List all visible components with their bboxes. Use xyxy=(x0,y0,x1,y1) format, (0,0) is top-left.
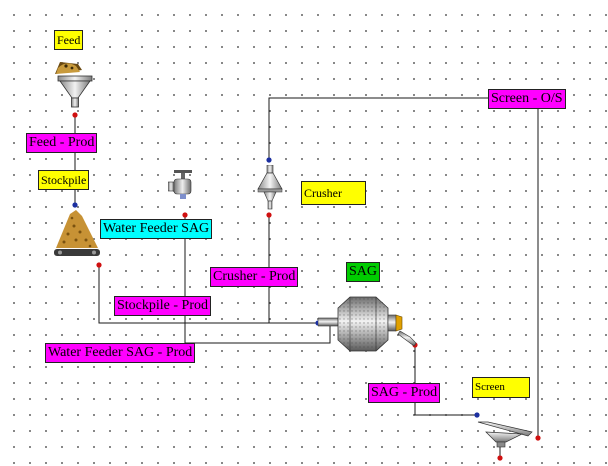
stockpile-inlet-port[interactable] xyxy=(72,202,78,208)
screen-oversize-port[interactable] xyxy=(535,435,541,441)
screen-os-line[interactable] xyxy=(268,97,539,438)
sag-mill-icon[interactable] xyxy=(318,293,418,353)
screen-os-label[interactable]: Screen - O/S xyxy=(488,89,566,109)
feed-outlet-port[interactable] xyxy=(72,112,78,118)
water-valve-icon[interactable] xyxy=(168,170,198,200)
water-feeder-outlet-port[interactable] xyxy=(182,212,188,218)
stockpile-icon[interactable] xyxy=(54,208,100,260)
feed-label[interactable]: Feed xyxy=(54,30,84,50)
crusher-prod-label[interactable]: Crusher - Prod xyxy=(210,267,299,287)
sag-prod-label[interactable]: SAG - Prod xyxy=(368,383,441,403)
crusher-label[interactable]: Crusher xyxy=(301,181,366,205)
stockpile-label[interactable]: Stockpile xyxy=(38,170,90,190)
crusher-inlet-port[interactable] xyxy=(266,157,272,163)
stockpile-prod-label[interactable]: Stockpile - Prod xyxy=(114,296,211,316)
screen-label[interactable]: Screen xyxy=(472,377,530,398)
water-feeder-prod-line[interactable] xyxy=(184,215,331,344)
sag-prod-line[interactable] xyxy=(414,345,477,416)
crusher-outlet-port[interactable] xyxy=(266,212,272,218)
cone-crusher-icon[interactable] xyxy=(256,165,284,211)
screen-inlet-port[interactable] xyxy=(474,412,480,418)
screen-icon[interactable] xyxy=(476,418,534,448)
sag-label[interactable]: SAG xyxy=(346,262,381,282)
stockpile-prod-line[interactable] xyxy=(98,265,318,324)
water-feeder-prod-label[interactable]: Water Feeder SAG - Prod xyxy=(45,343,196,363)
feed-prod-label[interactable]: Feed - Prod xyxy=(26,133,98,153)
stockpile-outlet-port[interactable] xyxy=(96,262,102,268)
hopper-icon[interactable] xyxy=(52,60,96,114)
water-feeder-label[interactable]: Water Feeder SAG xyxy=(100,219,213,239)
screen-undersize-port[interactable] xyxy=(497,455,503,461)
